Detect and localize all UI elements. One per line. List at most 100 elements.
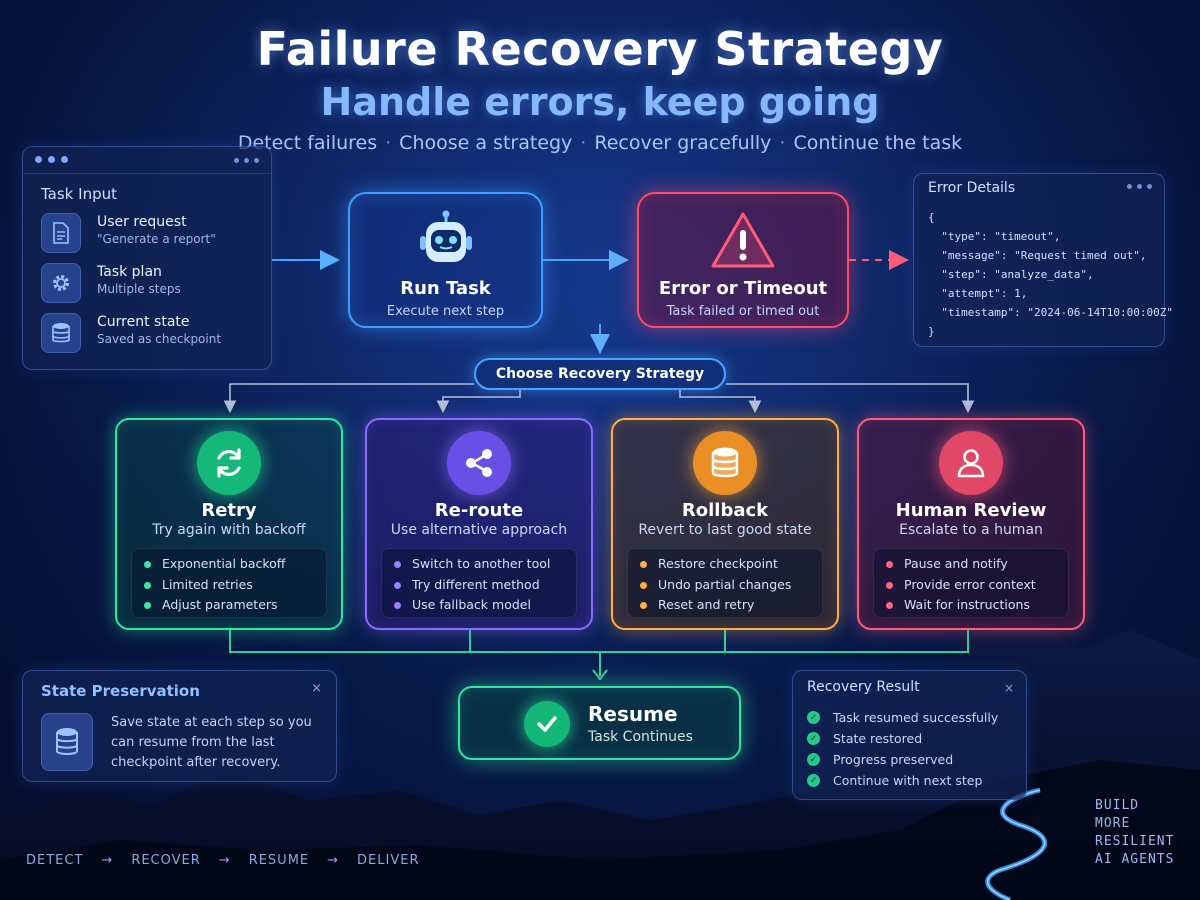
list-item: Provide error context xyxy=(874,575,1068,596)
list-item: ✓State restored xyxy=(807,728,998,749)
item-subtitle: Saved as checkpoint xyxy=(97,332,222,346)
card-list: Switch to another tool Try different met… xyxy=(381,548,577,618)
resume-node[interactable]: Resume Task Continues xyxy=(458,686,741,760)
item-subtitle: "Generate a report" xyxy=(97,232,216,246)
recovery-result-list: ✓Task resumed successfully ✓State restor… xyxy=(807,707,998,791)
list-item: ✓Progress preserved xyxy=(807,749,998,770)
tagline-item: Choose a strategy xyxy=(399,132,573,154)
check-icon: ✓ xyxy=(807,711,820,724)
strategy-card-human-review[interactable]: Human Review Escalate to a human Pause a… xyxy=(857,418,1085,630)
error-title: Error or Timeout xyxy=(658,278,828,299)
card-title: Rollback xyxy=(681,500,769,521)
choose-strategy-pill[interactable]: Choose Recovery Strategy xyxy=(474,358,726,390)
share-icon xyxy=(447,431,511,495)
robot-icon xyxy=(350,210,541,270)
list-item: Wait for instructions xyxy=(874,595,1068,616)
check-icon: ✓ xyxy=(807,753,820,766)
database-icon xyxy=(41,313,81,353)
slogan-line: RESILIENT xyxy=(1095,834,1175,849)
check-icon: ✓ xyxy=(807,774,820,787)
list-item: Pause and notify xyxy=(874,554,1068,575)
footer-step: DELIVER xyxy=(357,853,420,868)
list-item: Undo partial changes xyxy=(628,575,822,596)
arrow-right-icon: → xyxy=(327,853,340,868)
item-title: Task plan xyxy=(97,264,162,280)
footer-step: RESUME xyxy=(248,853,310,868)
item-title: Current state xyxy=(97,314,190,330)
list-item: Adjust parameters xyxy=(132,595,326,616)
card-subtitle: Try again with backoff xyxy=(152,522,306,538)
arrow-right-icon: → xyxy=(218,853,231,868)
tagline-item: Continue the task xyxy=(793,132,963,154)
footer-step: RECOVER xyxy=(131,853,201,868)
footer-step: DETECT xyxy=(26,853,84,868)
list-item: Limited retries xyxy=(132,575,326,596)
card-title: Re-route xyxy=(434,500,524,521)
list-item: ✓Continue with next step xyxy=(807,770,998,791)
footer-steps: DETECT → RECOVER → RESUME → DELIVER xyxy=(26,853,420,868)
card-title: Human Review xyxy=(895,500,1047,521)
menu-dots-icon[interactable] xyxy=(1127,184,1152,189)
card-subtitle: Revert to last good state xyxy=(638,522,812,538)
error-details-panel: Error Details { "type": "timeout", "mess… xyxy=(913,173,1173,347)
list-item: Use fallback model xyxy=(382,595,576,616)
tagline-item: Recover gracefully xyxy=(594,132,772,154)
card-list: Exponential backoff Limited retries Adju… xyxy=(131,548,327,618)
arrow-right-icon: → xyxy=(101,853,114,868)
build-slogan: BUILD MORE RESILIENT AI AGENTS xyxy=(1095,797,1195,869)
close-icon[interactable]: × xyxy=(1003,681,1014,695)
page-title: Failure Recovery Strategy xyxy=(256,22,944,76)
menu-dots-icon[interactable] xyxy=(234,158,259,163)
check-icon xyxy=(524,701,570,747)
state-preservation-text: Save state at each step so you can resum… xyxy=(111,715,312,770)
strategy-card-reroute[interactable]: Re-route Use alternative approach Switch… xyxy=(365,418,593,630)
item-subtitle: Multiple steps xyxy=(97,282,181,296)
slogan-line: AI AGENTS xyxy=(1095,852,1175,867)
card-list: Restore checkpoint Undo partial changes … xyxy=(627,548,823,618)
gear-icon xyxy=(41,263,81,303)
error-details-title: Error Details xyxy=(928,180,1016,196)
card-list: Pause and notify Provide error context W… xyxy=(873,548,1069,618)
run-task-subtitle: Execute next step xyxy=(386,304,505,319)
document-icon xyxy=(41,213,81,253)
slogan-line: BUILD xyxy=(1095,798,1140,813)
card-subtitle: Use alternative approach xyxy=(390,522,568,538)
strategy-card-rollback[interactable]: Rollback Revert to last good state Resto… xyxy=(611,418,839,630)
resume-title: Resume xyxy=(588,702,678,726)
list-item: Reset and retry xyxy=(628,595,822,616)
list-item: ✓Task resumed successfully xyxy=(807,707,998,728)
tagline-item: Detect failures xyxy=(237,132,378,154)
resume-subtitle: Task Continues xyxy=(588,729,693,745)
warning-icon xyxy=(639,210,847,270)
card-subtitle: Escalate to a human xyxy=(899,522,1043,538)
user-icon xyxy=(939,431,1003,495)
strategy-card-retry[interactable]: Retry Try again with backoff Exponential… xyxy=(115,418,343,630)
state-preservation-panel: State Preservation × Save state at each … xyxy=(22,670,337,782)
slogan-line: MORE xyxy=(1095,816,1131,831)
list-item: Try different method xyxy=(382,575,576,596)
panel-header xyxy=(23,147,271,174)
database-icon xyxy=(693,431,757,495)
task-input-title: Task Input xyxy=(41,185,117,203)
recovery-result-panel: Recovery Result × ✓Task resumed successf… xyxy=(792,670,1027,800)
list-item: Restore checkpoint xyxy=(628,554,822,575)
item-title: User request xyxy=(97,214,187,230)
check-icon: ✓ xyxy=(807,732,820,745)
run-task-title: Run Task xyxy=(400,278,491,299)
list-item: Exponential backoff xyxy=(132,554,326,575)
tagline: Detect failures·Choose a strategy·Recove… xyxy=(237,132,963,154)
page-subtitle: Handle errors, keep going xyxy=(320,80,880,124)
list-item: Switch to another tool xyxy=(382,554,576,575)
error-timeout-node[interactable]: Error or Timeout Task failed or timed ou… xyxy=(637,192,849,328)
card-title: Retry xyxy=(201,500,257,521)
close-icon[interactable]: × xyxy=(311,681,322,696)
task-input-panel: Task Input User request "Generate a repor… xyxy=(22,146,272,370)
task-input-item: User request "Generate a report" xyxy=(41,213,216,253)
error-json: { "type": "timeout", "message": "Request… xyxy=(928,211,1174,338)
recovery-result-title: Recovery Result xyxy=(807,679,920,695)
database-icon xyxy=(41,713,93,771)
run-task-node[interactable]: Run Task Execute next step xyxy=(348,192,543,328)
window-dots xyxy=(35,156,68,163)
